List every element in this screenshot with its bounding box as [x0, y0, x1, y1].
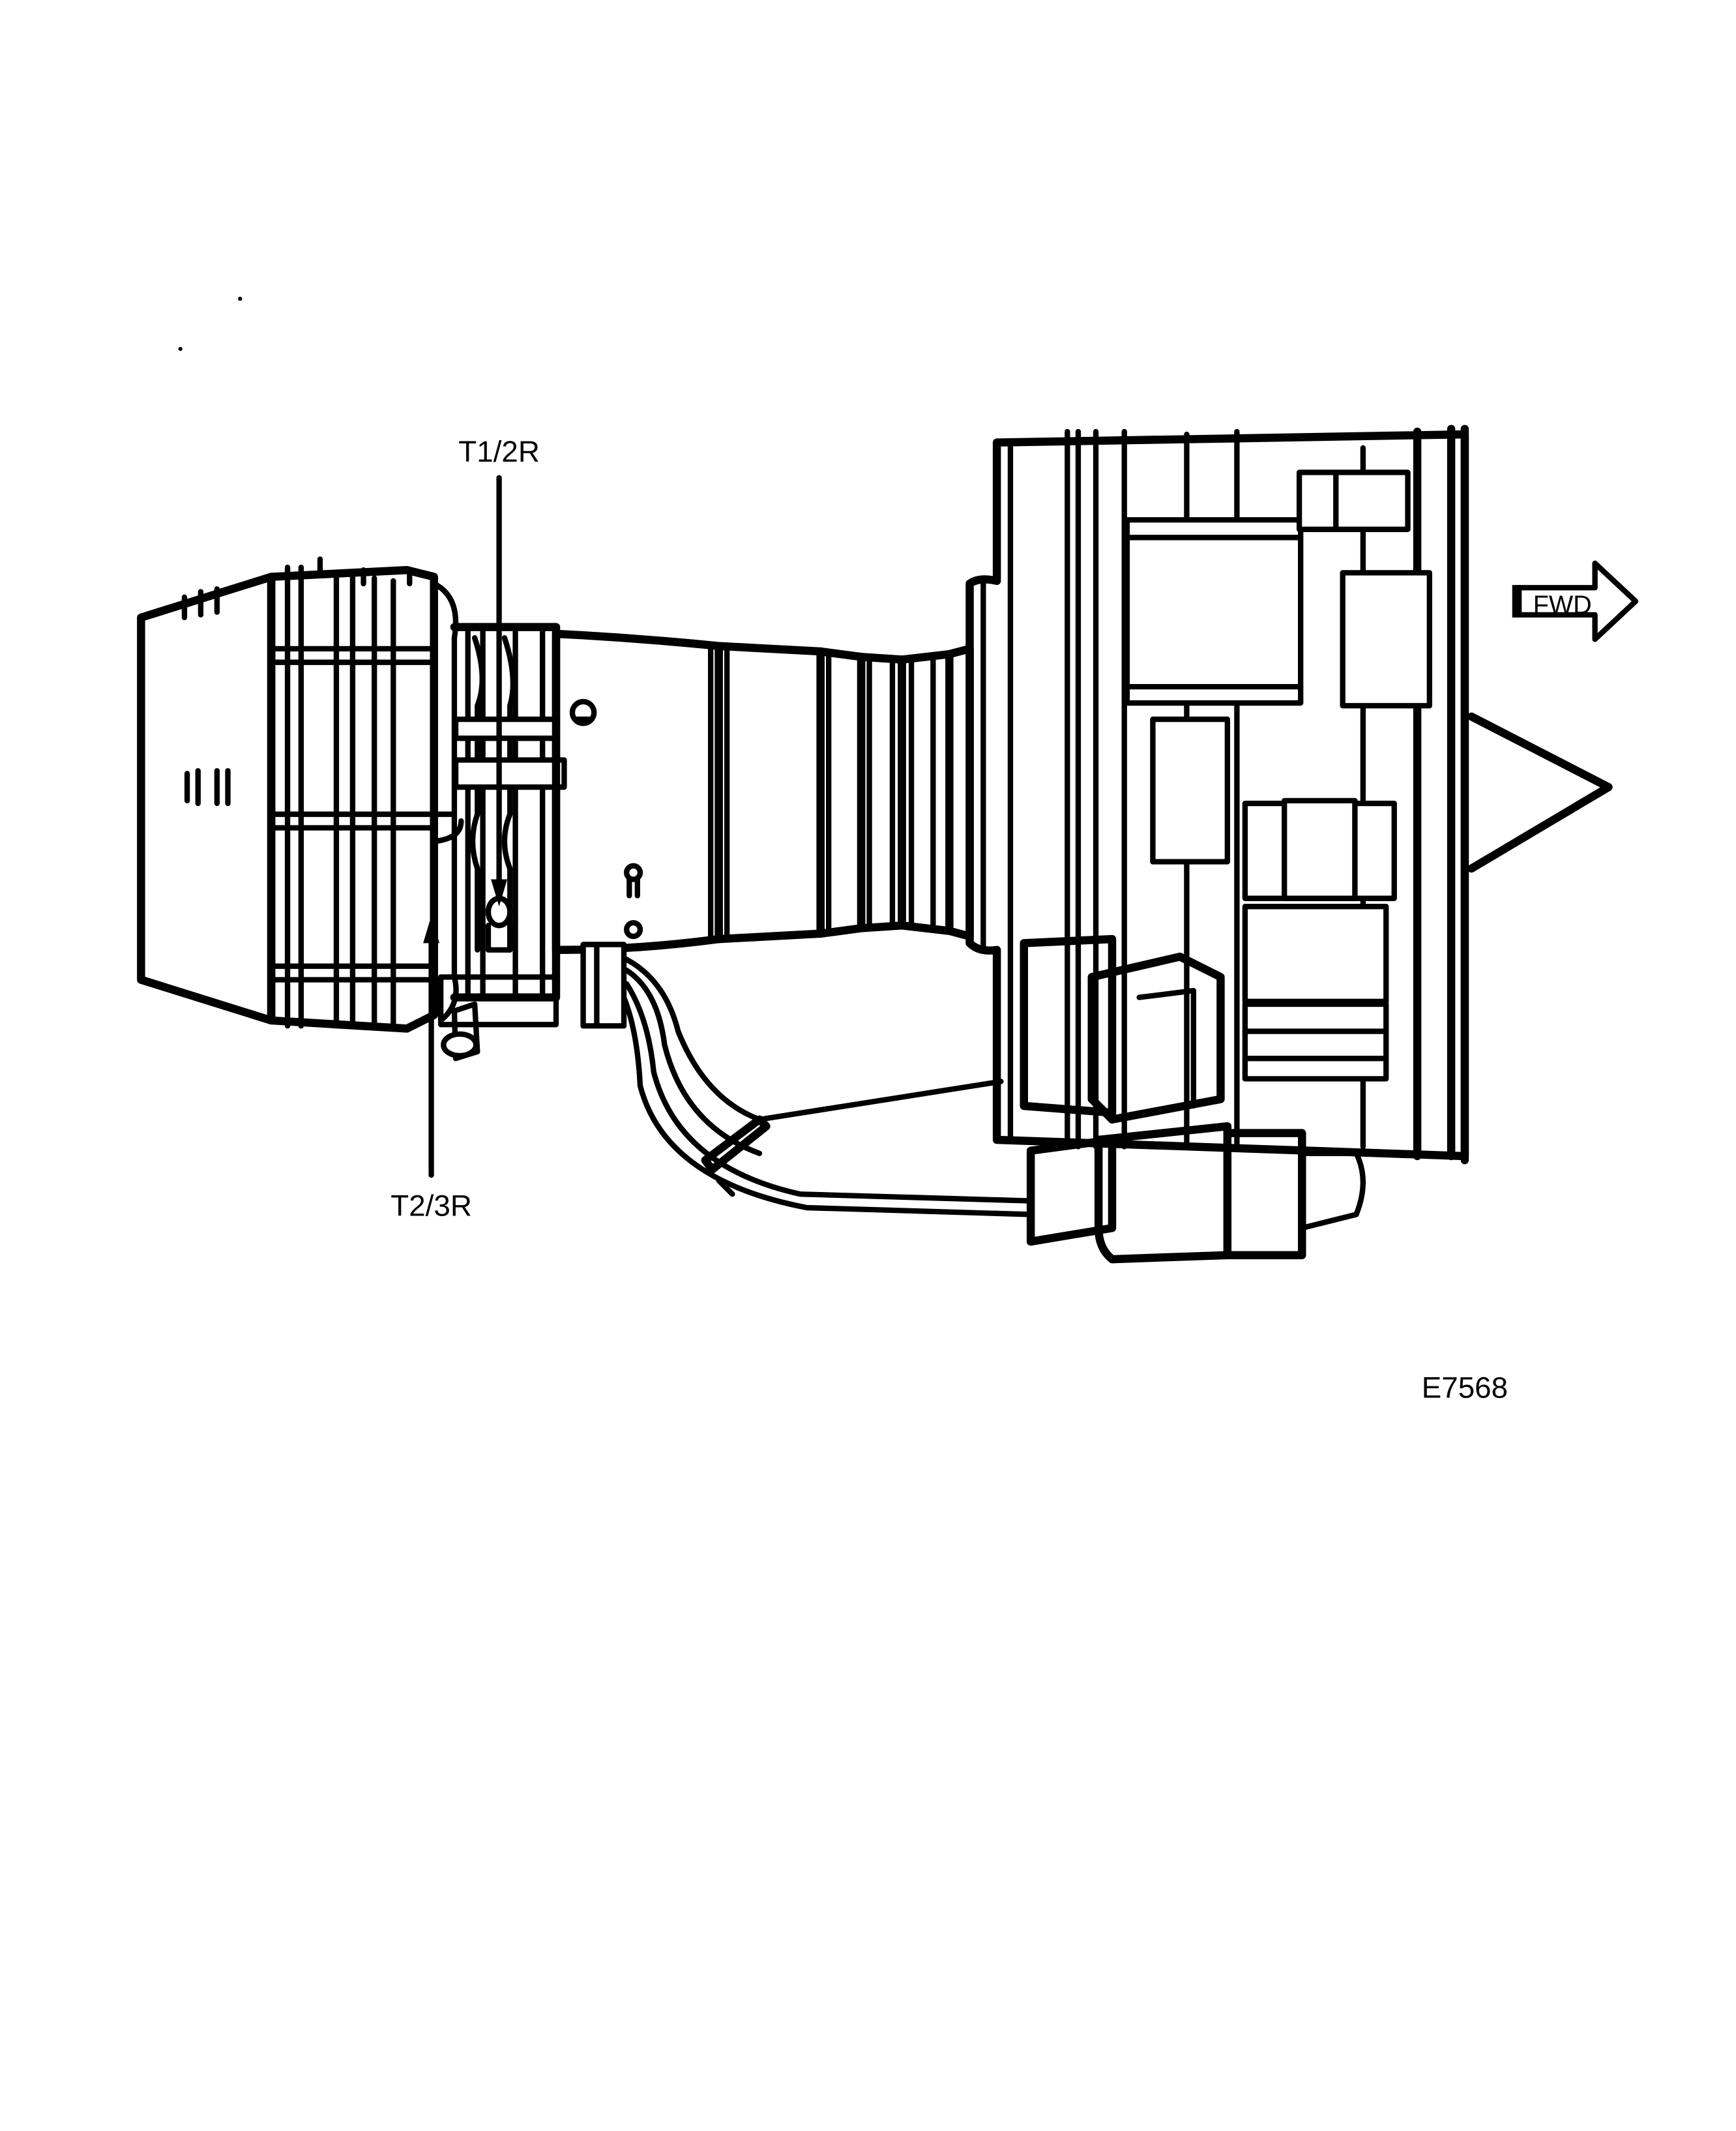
callout-label-t1-2r: T1/2R [458, 435, 540, 468]
fwd-label: FWD [1533, 591, 1592, 619]
callout-t2-3r: T2/3R [390, 916, 472, 1223]
figure-id: E7568 [1422, 1371, 1508, 1404]
turbine-section [437, 623, 567, 1062]
intermediate-case [708, 642, 974, 944]
scan-marks [178, 296, 243, 351]
external-pipes [580, 942, 1034, 1217]
fan-case [965, 425, 1613, 1264]
callout-arrowhead [491, 879, 508, 907]
callout-t1-2r: T1/2R [458, 435, 540, 907]
callout-label-t2-3r: T2/3R [390, 1189, 472, 1223]
exhaust-nozzle [137, 573, 276, 1025]
compressor-case [552, 629, 723, 954]
callout-arrowhead [423, 916, 440, 944]
fwd-arrow: FWD [1512, 560, 1639, 642]
